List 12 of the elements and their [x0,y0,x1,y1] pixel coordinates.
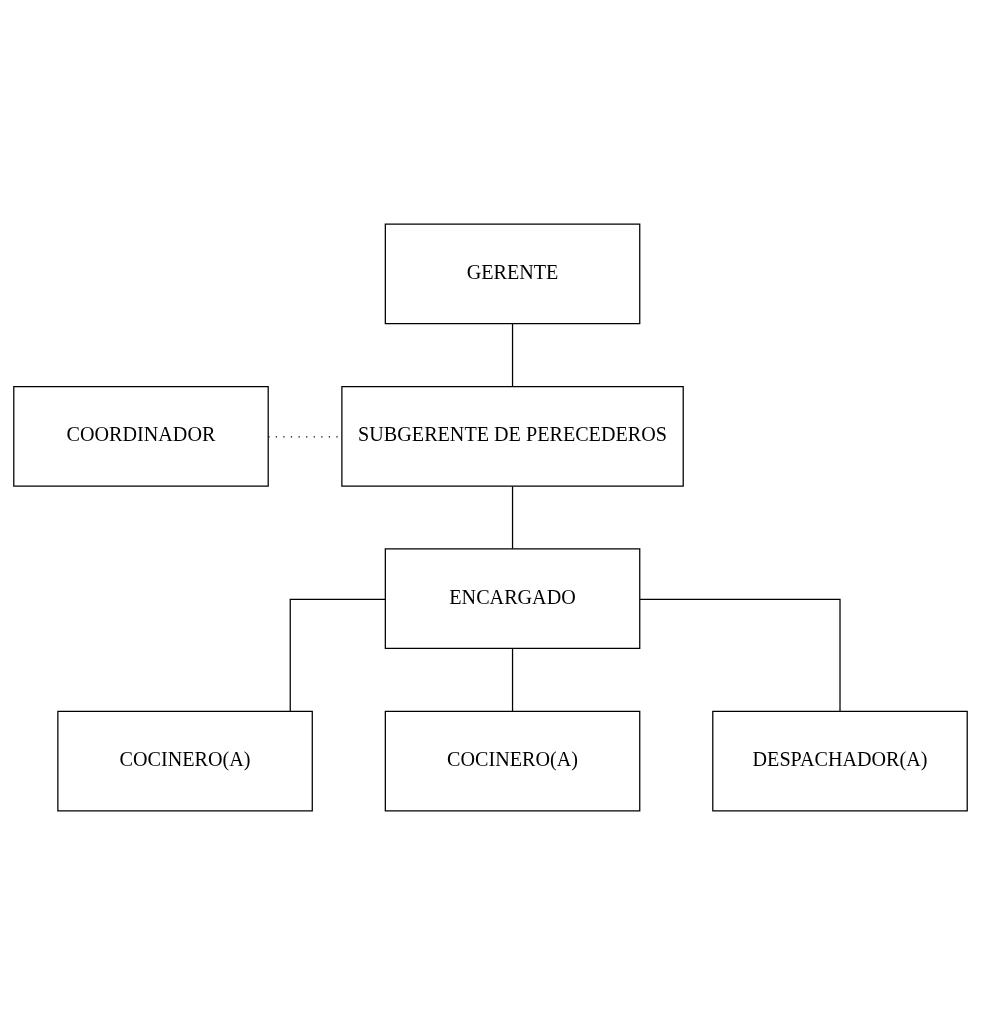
node-box: SUBGERENTE DE PERECEDEROS [341,385,684,487]
node-box: GERENTE [384,222,641,324]
node-box: ENCARGADO [384,547,641,649]
node-box: COCINERO(A) [57,710,313,812]
node-box: COCINERO(A) [384,710,641,812]
connector [639,598,841,712]
node-box: DESPACHADOR(A) [712,710,968,812]
connector [289,598,386,712]
connector [511,485,514,549]
node-box: COORDINADOR [13,385,269,487]
connector [511,647,514,712]
connector [511,322,514,387]
